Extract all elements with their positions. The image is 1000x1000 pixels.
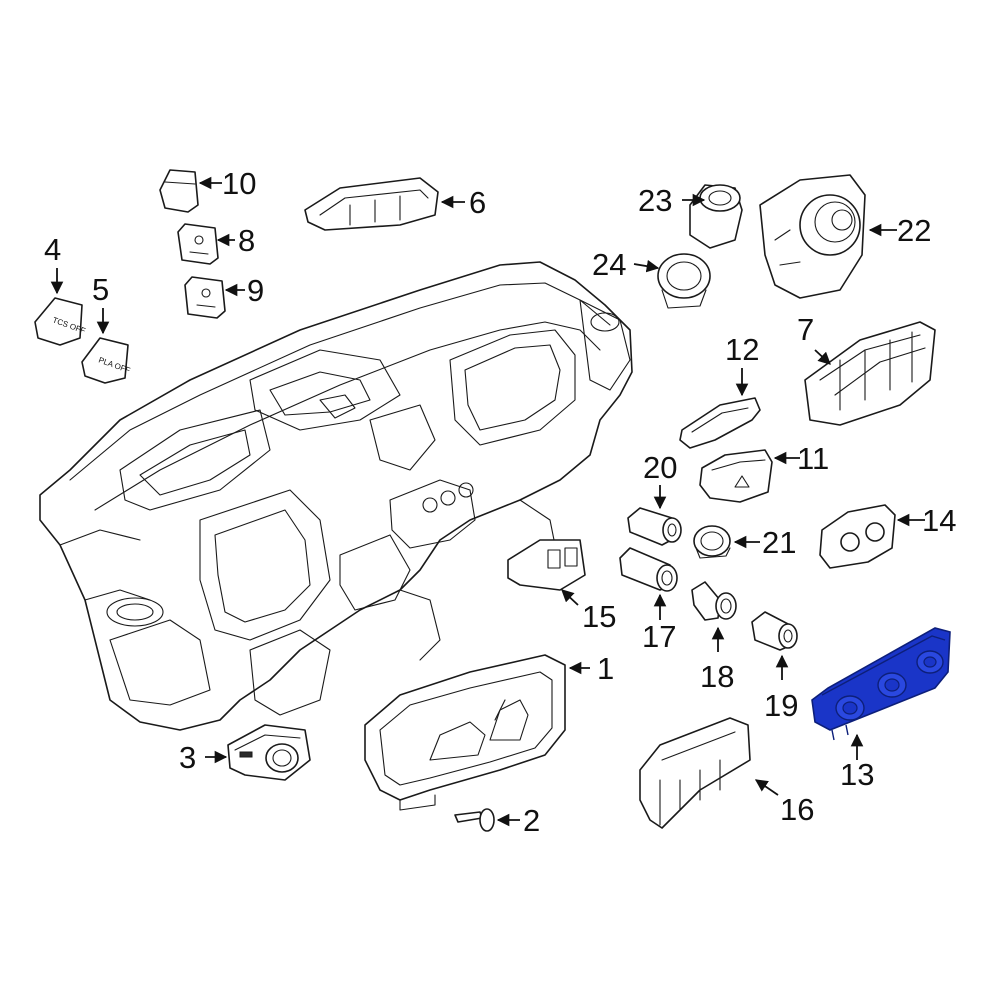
part-13-climate-control-highlighted (811, 627, 951, 741)
callout-24: 24 (592, 247, 626, 282)
callout-3: 3 (179, 740, 196, 775)
callout-16: 16 (780, 792, 814, 827)
callout-11: 11 (797, 441, 829, 476)
callout-13: 13 (840, 757, 874, 792)
leader-7 (814, 349, 831, 365)
part-7-switch-bank (804, 321, 936, 426)
leader-15 (561, 589, 579, 606)
callout-5: 5 (92, 272, 109, 307)
callout-1: 1 (597, 651, 614, 686)
callout-22: 22 (897, 213, 931, 248)
callout-7: 7 (797, 312, 814, 347)
leader-16 (754, 779, 779, 796)
part-11-hazard-switch (699, 449, 773, 503)
callout-23: 23 (638, 183, 672, 218)
part-3-headlamp-switch (227, 724, 311, 781)
part-23-knob (689, 184, 743, 249)
part-21-bezel-ring (693, 525, 731, 559)
callout-4: 4 (44, 232, 61, 267)
callout-12: 12 (725, 332, 759, 367)
callout-18: 18 (700, 659, 734, 694)
callout-21: 21 (762, 525, 796, 560)
callout-15: 15 (582, 599, 616, 634)
callout-20: 20 (643, 450, 677, 485)
part-20-socket (627, 507, 682, 546)
part-4-tcs-off-switch: TCS OFF (34, 297, 87, 346)
callout-8: 8 (238, 223, 255, 258)
part-10-switch (159, 169, 199, 213)
callout-6: 6 (469, 185, 486, 220)
part-14-control-panel (819, 504, 896, 569)
part-18-socket (691, 581, 737, 621)
part-6-center-vent (304, 177, 439, 231)
part-19-socket (751, 611, 798, 651)
part-15-switch-assembly (507, 539, 586, 591)
part-2-screw (454, 808, 495, 832)
callout-17: 17 (642, 619, 676, 654)
callout-19: 19 (764, 688, 798, 723)
part-24-trim-ring (657, 253, 711, 309)
part-12-bezel (679, 397, 761, 449)
callout-2: 2 (523, 803, 540, 838)
leader-24 (633, 259, 660, 273)
part-1-instrument-cluster (364, 654, 566, 811)
callout-10: 10 (222, 166, 256, 201)
callout-14: 14 (922, 503, 956, 538)
callout-9: 9 (247, 273, 264, 308)
part-17-power-socket (619, 547, 678, 592)
part-5-pla-off-switch: PLA OFF (81, 337, 131, 384)
part-16-center-panel (639, 717, 751, 829)
part-8-switch (177, 223, 219, 265)
instrument-panel-dashboard (39, 261, 633, 731)
part-9-switch (184, 276, 226, 319)
part-22-rotary-controller (759, 174, 866, 299)
